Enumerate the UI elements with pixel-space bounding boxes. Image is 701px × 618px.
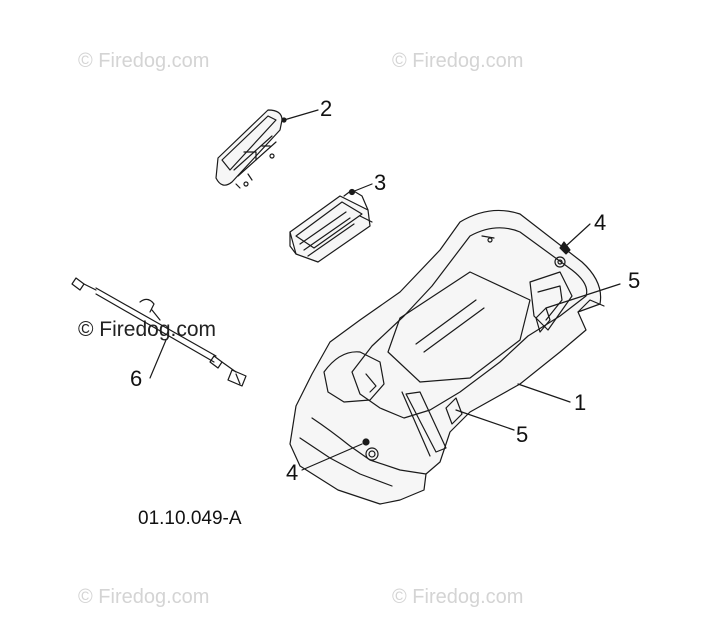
fastener-4-top	[559, 241, 571, 255]
callout-2: 2	[320, 96, 333, 121]
callout-1: 1	[574, 390, 587, 415]
leader-5-bottom	[455, 409, 515, 431]
leader-6	[149, 339, 167, 379]
leader-4-bottom	[301, 443, 363, 471]
fastener-4-bottom	[362, 438, 370, 446]
leader-3	[351, 183, 373, 193]
callout-6: 6	[130, 366, 143, 391]
callout-3: 3	[374, 170, 387, 195]
watermark-bottom-right: © Firedog.com	[392, 586, 524, 608]
callout-5-bottom: 5	[516, 422, 529, 447]
watermark-middle-left: © Firedog.com	[78, 318, 217, 341]
license-plate-light	[289, 189, 373, 263]
drawing-code: 01.10.049-A	[138, 508, 242, 529]
leader-1	[517, 383, 571, 403]
tail-light-lens	[215, 109, 283, 189]
leader-5-top	[545, 283, 621, 309]
wiring-harness	[71, 277, 247, 387]
callout-4-top: 4	[594, 210, 607, 235]
watermark-top-left: © Firedog.com	[78, 50, 210, 72]
screw-2	[281, 117, 287, 123]
rear-fender	[289, 209, 605, 505]
screw-3	[348, 188, 356, 196]
callout-5-top: 5	[628, 268, 641, 293]
watermark-top-right: © Firedog.com	[392, 50, 524, 72]
watermark-bottom-left: © Firedog.com	[78, 586, 210, 608]
callout-4-bottom: 4	[286, 460, 299, 485]
leader-2	[283, 109, 319, 121]
leader-4-top	[565, 223, 591, 247]
